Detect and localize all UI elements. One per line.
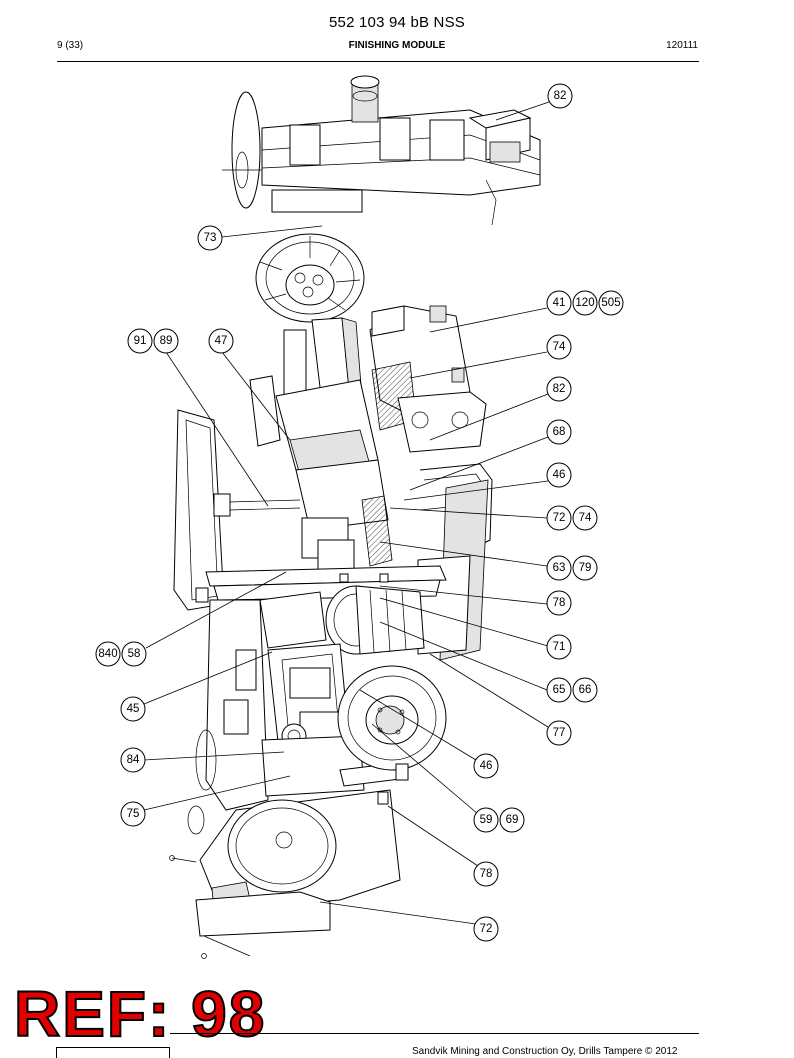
- callout-72: 72: [546, 505, 572, 531]
- svg-text:72: 72: [553, 512, 566, 524]
- callout-840: 840: [95, 641, 121, 667]
- svg-text:79: 79: [579, 562, 592, 574]
- svg-text:65: 65: [553, 684, 566, 696]
- svg-text:78: 78: [553, 597, 566, 609]
- callout-84: 84: [120, 747, 146, 773]
- callout-120: 120: [572, 290, 598, 316]
- callout-46: 46: [546, 462, 572, 488]
- callout-68: 68: [546, 419, 572, 445]
- callout-41: 41: [546, 290, 572, 316]
- callout-72: 72: [473, 916, 499, 942]
- svg-text:73: 73: [204, 232, 217, 244]
- svg-text:45: 45: [127, 703, 140, 715]
- machine-illustration: [169, 75, 541, 959]
- svg-text:75: 75: [127, 808, 140, 820]
- large-wheel: [337, 665, 447, 771]
- footer-divider: [170, 1033, 699, 1034]
- side-plate: [173, 409, 301, 611]
- callout-79: 79: [572, 555, 598, 581]
- callout-91: 91: [127, 328, 153, 354]
- spoked-reel: [255, 233, 365, 323]
- svg-text:46: 46: [480, 760, 493, 772]
- lower-chassis: [205, 599, 409, 811]
- leader-lines: [143, 101, 550, 925]
- callout-69: 69: [499, 807, 525, 833]
- section-title: FINISHING MODULE: [348, 40, 446, 51]
- header-divider: [57, 61, 699, 62]
- callout-505: 505: [598, 290, 624, 316]
- svg-text:82: 82: [553, 383, 566, 395]
- svg-text:78: 78: [480, 868, 493, 880]
- callout-78: 78: [546, 590, 572, 616]
- document-number: 552 103 94 bB NSS: [329, 14, 465, 31]
- callout-82: 82: [546, 376, 572, 402]
- svg-text:120: 120: [575, 297, 594, 309]
- drum-motor: [259, 585, 425, 655]
- callout-46: 46: [473, 753, 499, 779]
- callout-82: 82: [547, 83, 573, 109]
- mid-left-assembly: [249, 375, 393, 571]
- callout-74: 74: [546, 334, 572, 360]
- callout-78: 78: [473, 861, 499, 887]
- footer-copyright: Sandvik Mining and Construction Oy, Dril…: [412, 1046, 678, 1057]
- svg-text:59: 59: [480, 814, 493, 826]
- bottom-turntable: [169, 729, 409, 959]
- handrail: [417, 463, 493, 661]
- svg-text:840: 840: [98, 648, 117, 660]
- svg-text:47: 47: [215, 335, 228, 347]
- svg-text:505: 505: [601, 297, 620, 309]
- svg-text:77: 77: [553, 727, 566, 739]
- svg-text:41: 41: [553, 297, 566, 309]
- callout-73: 73: [197, 225, 223, 251]
- svg-text:74: 74: [579, 512, 592, 524]
- svg-text:82: 82: [554, 90, 567, 102]
- upper-frame: [369, 305, 487, 453]
- callout-66: 66: [572, 677, 598, 703]
- svg-text:84: 84: [127, 754, 140, 766]
- callout-89: 89: [153, 328, 179, 354]
- svg-text:46: 46: [553, 469, 566, 481]
- document-code: 120111: [666, 40, 698, 51]
- boom-column: [283, 317, 363, 405]
- svg-text:58: 58: [128, 648, 141, 660]
- callout-77: 77: [546, 720, 572, 746]
- callout-63: 63: [546, 555, 572, 581]
- svg-text:74: 74: [553, 341, 566, 353]
- svg-text:66: 66: [579, 684, 592, 696]
- reference-stamp: REF: 98: [13, 978, 267, 1050]
- svg-text:72: 72: [480, 923, 493, 935]
- callout-74: 74: [572, 505, 598, 531]
- callout-45: 45: [120, 696, 146, 722]
- svg-text:63: 63: [553, 562, 566, 574]
- top-drum-assembly: [222, 75, 541, 226]
- svg-text:68: 68: [553, 426, 566, 438]
- svg-text:69: 69: [506, 814, 519, 826]
- callout-58: 58: [121, 641, 147, 667]
- callout-47: 47: [208, 328, 234, 354]
- page-number: 9 (33): [57, 40, 84, 51]
- callout-65: 65: [546, 677, 572, 703]
- svg-text:91: 91: [134, 335, 147, 347]
- callout-59: 59: [473, 807, 499, 833]
- callout-71: 71: [546, 634, 572, 660]
- svg-text:71: 71: [553, 641, 566, 653]
- callout-75: 75: [120, 801, 146, 827]
- svg-text:89: 89: [160, 335, 173, 347]
